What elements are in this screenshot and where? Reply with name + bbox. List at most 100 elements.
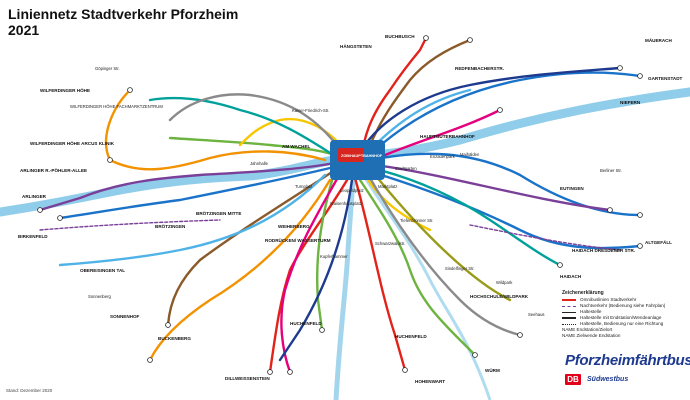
stop-label: BIRKENFELD — [18, 234, 48, 239]
stop-label: WILFERDINGER HÖHE ARCUS KLINIK — [30, 140, 115, 146]
line-green-2 — [358, 178, 477, 357]
legend-oneway-swatch — [562, 323, 576, 325]
line-yellow-2 — [363, 173, 432, 232]
stop-label: HÄNGSTETEN — [340, 43, 372, 49]
legend-item: Haltestelle, Bedienung nur eine Richtung — [562, 321, 680, 327]
legend-item: Omnibuslinien Stadtverkehr — [562, 297, 680, 303]
line-red-south — [268, 173, 352, 374]
station-dot — [37, 207, 43, 213]
db-logo: DB — [565, 374, 581, 385]
station-dot — [472, 352, 478, 358]
station-dot — [127, 87, 133, 93]
brand-name: Pforzheimfährtbus — [565, 352, 690, 369]
stop-label: EUTINGEN — [560, 186, 584, 191]
stop-label: ARLINGER R.-PÖHLER-ALLEE — [20, 167, 87, 173]
stop-label: HOHENWART — [415, 379, 445, 384]
station-dot — [319, 327, 325, 333]
line-darkblue-2 — [278, 178, 354, 362]
stop-label: BRÖTZINGEN MITTE — [196, 210, 241, 216]
stop-label: BUCHBUSCH — [385, 34, 415, 39]
line-grey-2 — [368, 176, 522, 337]
stop-label: Maihälden — [460, 152, 480, 157]
stop-label: GARTENSTADT — [648, 76, 683, 81]
central-hub-red — [338, 148, 364, 162]
line-purple-1 — [38, 160, 342, 212]
stop-label: ARLINGER — [22, 194, 47, 199]
station-dot — [607, 207, 613, 213]
stop-label: Stadtgarten — [395, 166, 417, 171]
line-night-2 — [469, 224, 621, 251]
legend-item-label: Haltestelle, Bedienung nur eine Richtung — [580, 321, 664, 326]
legend-item-label: NAME Endstation/Zielort — [562, 327, 613, 332]
legend-item: Nachtverkehr (Bedienung siehe Fahrplan) — [562, 303, 680, 309]
stop-label: HUCHENFELD — [395, 334, 427, 339]
map-title-line2: 2021 — [8, 22, 40, 38]
footer-stand: Stand: Dezember 2020 — [6, 388, 53, 393]
legend-item-label: NAME Zielwende Endstation — [562, 333, 621, 338]
stop-label: Schwarzwaldstr. — [375, 241, 405, 246]
line-night-1 — [39, 219, 221, 231]
stop-label: BRÖTZINGEN — [155, 223, 186, 229]
line-brown-2 — [366, 38, 472, 152]
brand-block: Pforzheimfährtbus DB Südwestbus — [565, 352, 690, 385]
stop-label: Jahnhalle — [250, 161, 269, 166]
stop-label: WILFERDINGER HÖHE — [40, 87, 90, 93]
stop-label: Waisenhausplatz — [330, 201, 362, 206]
stop-label: SONNENHOF — [110, 314, 140, 319]
line-lightblue-1 — [370, 88, 472, 150]
line-brown-1 — [166, 170, 334, 327]
stop-label: Kaiser-Friedrich-Str. — [292, 108, 329, 113]
legend-night-swatch — [562, 305, 576, 307]
stop-label: REDFENBACHERSTR. — [455, 66, 504, 71]
river-nagold — [333, 157, 358, 400]
stop-label: BUCKENBERG — [158, 336, 191, 341]
line-orange-south — [148, 178, 332, 362]
station-dot — [467, 37, 473, 43]
station-dot — [423, 35, 429, 41]
line-darkblue-1 — [358, 66, 622, 154]
stop-label: WEIHERBERG — [278, 224, 310, 229]
stop-label: Enzauenpark — [430, 154, 456, 159]
stop-label: MÄUERACH — [645, 37, 672, 43]
line-blue-east — [368, 152, 642, 217]
line-green-1 — [168, 136, 347, 162]
stop-label: HOCHSCHULE/WILDPARK — [470, 294, 529, 299]
station-dot — [165, 322, 171, 328]
line-yellow-1 — [238, 117, 350, 156]
legend-terminal-swatch — [562, 317, 576, 319]
stop-label: Göpinger Str. — [95, 66, 120, 71]
stop-label: RODRÜCKEN/ WASSERTURM — [265, 237, 331, 243]
legend-item: Haltestelle mit Endstation/Wendeanlage — [562, 315, 680, 321]
legend-item: NAME Zielwende Endstation — [562, 333, 680, 339]
stop-label: Seehaus — [528, 312, 545, 317]
stop-label: HAIDACH — [560, 274, 582, 279]
stop-label: HAIDACH DRESDENER STR. — [572, 248, 635, 253]
line-pink-2 — [376, 108, 502, 160]
line-orange-west — [104, 88, 327, 171]
hub-label-zob: ZOB/HAUPTBAHNHOF — [341, 154, 383, 158]
legend-item-label: Nachtverkehr (Bedienung siehe Fahrplan) — [580, 303, 666, 308]
stop-label: ALTGEFÄLL — [645, 239, 672, 245]
legend-line-swatch — [562, 299, 576, 301]
legend: Zeichenerklärung Omnibuslinien Stadtverk… — [562, 290, 680, 339]
stations — [37, 35, 643, 375]
stop-label: Leopoldplatz — [340, 188, 364, 193]
legend-item-label: Haltestelle mit Endstation/Wendeanlage — [580, 315, 662, 320]
bus-lines — [38, 36, 642, 374]
station-dot — [497, 107, 503, 113]
stop-label: DILLWEISSENSTEIN — [225, 376, 270, 381]
legend-item: NAME Endstation/Zielort — [562, 327, 680, 333]
station-dot — [517, 332, 523, 338]
map-title: Liniennetz Stadtverkehr Pforzheim 2021 — [8, 6, 238, 38]
stop-label: NIEFERN — [620, 100, 641, 105]
legend-item: Haltestelle — [562, 309, 680, 315]
river-wurm — [358, 169, 492, 400]
line-grey-1 — [168, 93, 346, 157]
legend-item-label: Omnibuslinien Stadtverkehr — [580, 297, 637, 302]
stop-label: Tiefenbronner Str. — [400, 218, 433, 223]
stop-label: Sindelfinger Str. — [445, 266, 475, 271]
legend-title: Zeichenerklärung — [562, 290, 604, 296]
stop-label: Marktplatz — [378, 184, 397, 189]
line-red-north — [360, 36, 428, 157]
